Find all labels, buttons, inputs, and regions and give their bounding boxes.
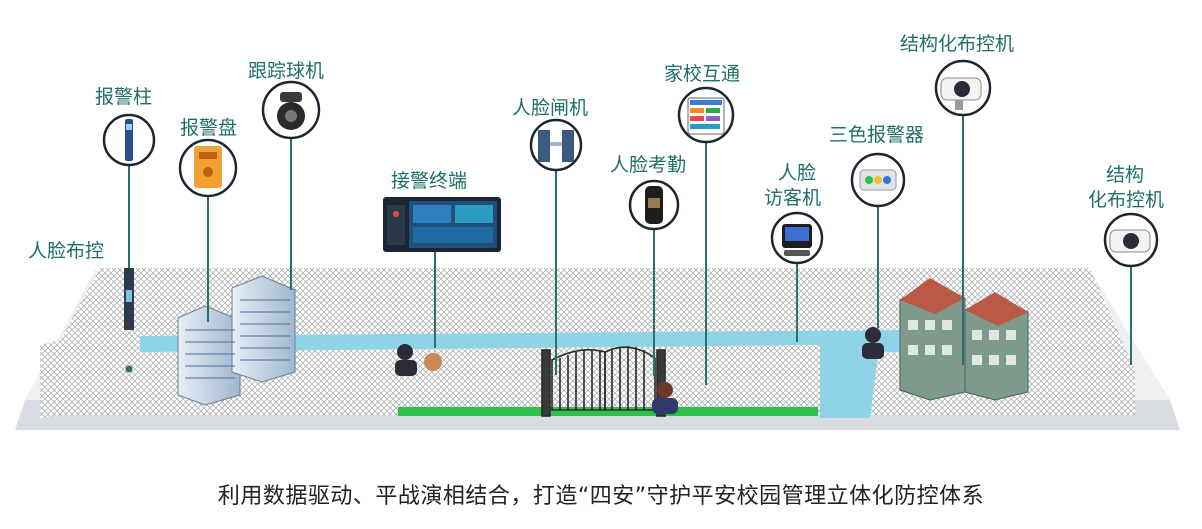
tracking-dome-camera-callout [261,80,321,140]
callout-connectors [128,115,1132,385]
label-home-school: 家校互通 [664,63,741,85]
label-face-gate: 人脸闸机 [512,97,589,119]
label-alarm-column: 报警柱 [95,86,153,108]
face-attendance-callout [628,179,680,231]
label-tricolor-alarm: 三色报警器 [829,124,925,146]
face-recognition-pole [124,268,134,330]
office-buildings-left [177,275,296,406]
diagram-caption: 利用数据驱动、平战演相结合，打造“四安”守护平安校园管理立体化防控体系 [217,484,985,509]
security-guard-figures [395,327,884,414]
label-structured-camera-right-line1: 结构 [1105,164,1144,186]
label-alarm-panel: 报警盘 [180,117,238,139]
label-face-deploy: 人脸布控 [28,240,105,262]
label-face-attendance: 人脸考勤 [610,154,687,176]
tricolor-alarm-callout [850,152,906,208]
label-face-visitor-line2: 访客机 [764,187,822,209]
structured-camera-right-callout [1103,212,1159,268]
label-tracking-dome-camera: 跟踪球机 [248,60,325,82]
dormitory-buildings-right [899,278,1029,401]
label-face-visitor-line1: 人脸 [777,162,816,184]
structured-camera-top-callout [934,59,992,117]
alarm-column-callout [102,113,156,373]
face-visitor-device [770,211,824,265]
label-structured-camera-right-line2: 化布控机 [1088,189,1165,211]
alarm-panel-callout [178,138,238,198]
lawn-strip [398,407,818,416]
home-school-callout [677,86,735,144]
alarm-terminal-device [383,197,501,252]
face-gate-callout [529,118,583,172]
label-alarm-terminal: 接警终端 [391,170,468,192]
label-structured-camera-top: 结构化布控机 [900,33,1015,55]
